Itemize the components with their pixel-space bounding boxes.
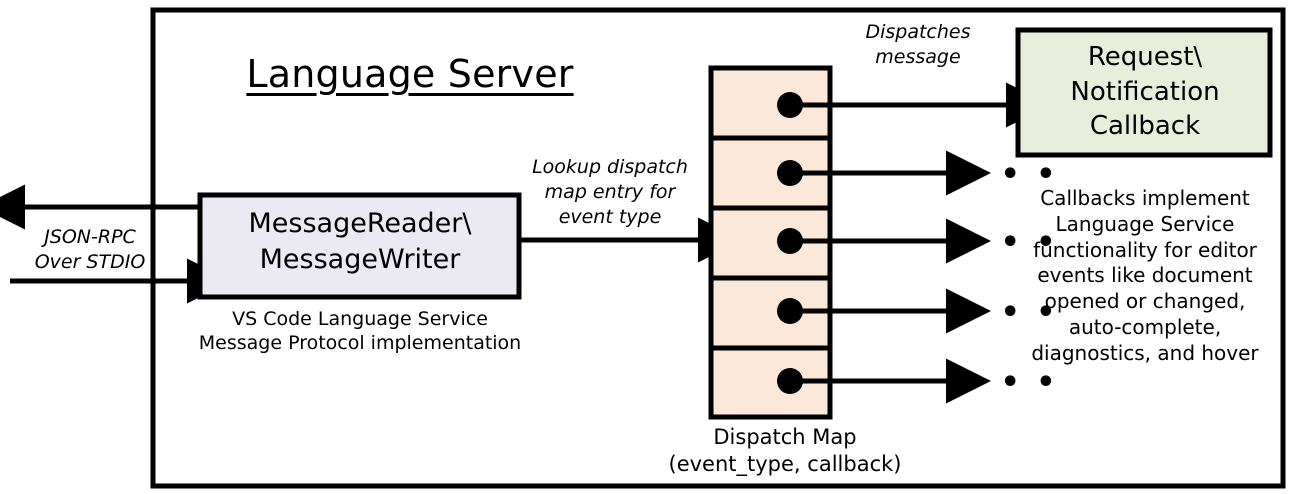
jsonrpc-transport-label: JSON-RPC Over STDIO	[34, 226, 146, 273]
dispatch-row-5-entry-dot	[777, 368, 803, 394]
dispatch-map-row-3	[708, 205, 833, 281]
message-reader-writer-label: MessageReader\ MessageWriter	[248, 208, 472, 275]
dispatch-row-3-ellipsis-icon: • • •	[965, 225, 1059, 260]
dispatch-row-3-entry-dot	[777, 228, 803, 254]
dispatch-row-4-ellipsis-icon: • • •	[965, 295, 1059, 330]
dispatches-message-label: Dispatches message	[865, 21, 971, 69]
lookup-dispatch-label: Lookup dispatch map entry for event type	[532, 156, 688, 229]
dispatch-map-row-5	[708, 345, 833, 420]
dispatch-map-row-2	[708, 135, 833, 211]
dispatch-row-1-entry-dot	[777, 92, 803, 118]
dispatch-row-2-ellipsis-icon: • • •	[965, 157, 1059, 192]
dispatch-row-4-entry-dot	[777, 298, 803, 324]
callback-description-caption: Callbacks implement Language Service fun…	[1031, 186, 1259, 365]
dispatch-row-2-entry-dot	[777, 160, 803, 186]
dispatch-map-row-4	[708, 275, 833, 351]
dispatch-map-row-1	[708, 65, 833, 141]
dispatch-map-caption: Dispatch Map (event_type, callback)	[668, 425, 902, 476]
request-notification-callback-label: Request\ Notification Callback	[1070, 42, 1220, 142]
page-title: Language Server	[246, 52, 574, 96]
message-reader-writer-caption: VS Code Language Service Message Protoco…	[198, 308, 522, 355]
dispatch-row-5-ellipsis-icon: • • •	[965, 365, 1059, 400]
